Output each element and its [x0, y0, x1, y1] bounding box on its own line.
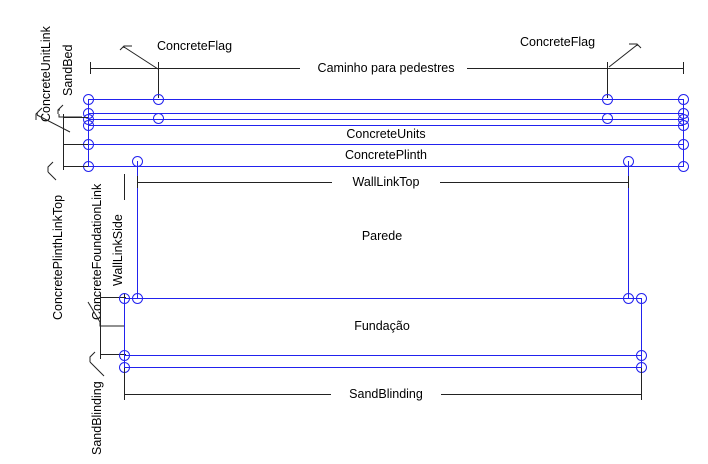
- parede-label: Parede: [358, 230, 406, 243]
- sandblinding-ext-right: [641, 368, 642, 394]
- walllinktop-tick-right: [628, 176, 629, 188]
- sandbed-bottom-line: [88, 119, 683, 120]
- walllinktop-tick-left: [137, 176, 138, 188]
- concreteunits-bottom-line: [88, 144, 683, 145]
- plinthlink-connector: [63, 166, 88, 167]
- node-wall-top-left: [132, 156, 143, 167]
- wall-right-edge: [628, 161, 629, 298]
- concrete-unit-link-leader: [34, 104, 94, 136]
- concrete-flag-right-extension: [607, 62, 608, 98]
- sandblinding-left-edge: [124, 355, 125, 368]
- flag-top-line: [88, 99, 683, 100]
- concrete-plinth-link-top-label: ConcretePlinthLinkTop: [51, 194, 65, 320]
- caminho-dimension-line-left: [90, 68, 300, 69]
- walllinktop-line-right: [440, 182, 628, 183]
- sand-bed-leader: [56, 100, 88, 122]
- node-flag-top-right: [678, 94, 689, 105]
- node-plinth-bottom-right: [678, 161, 689, 172]
- concrete-plinth-link-top-leader: [46, 150, 96, 182]
- node-wall-base-left: [132, 293, 143, 304]
- concrete-flag-left-leader: [119, 42, 160, 70]
- wall-link-top-label: WallLinkTop: [349, 176, 423, 189]
- sand-blinding-side-label: SandBlinding: [90, 381, 104, 455]
- sandbed-connector: [63, 117, 88, 118]
- concrete-flag-left-extension: [158, 62, 159, 98]
- node-units-top-left: [83, 120, 94, 131]
- node-flag-right-bottom: [602, 113, 613, 124]
- wall-link-side-tick: [124, 174, 125, 200]
- sandblinding-dim-tick-left: [124, 388, 125, 400]
- sandblinding-dim-line-right: [441, 394, 641, 395]
- node-foundation-bottom-right: [636, 350, 647, 361]
- unitlink-connector: [63, 144, 88, 145]
- node-foundation-top-right: [636, 293, 647, 304]
- foundation-bottom-line: [124, 355, 642, 356]
- foundation-right-edge: [641, 298, 642, 355]
- wall-left-edge: [137, 161, 138, 298]
- left-label-spine: [63, 117, 64, 166]
- top-right-edge: [683, 99, 684, 167]
- concreteplinth-bottom-line: [88, 166, 683, 167]
- node-flag-left-bottom: [153, 113, 164, 124]
- foundation-left-spine: [100, 297, 101, 355]
- node-flag-right-top: [602, 94, 613, 105]
- concrete-flag-left-label: ConcreteFlag: [154, 40, 236, 53]
- foundation-tick-lower: [100, 354, 126, 355]
- node-units-bottom-right: [678, 139, 689, 150]
- node-wall-top-right: [623, 156, 634, 167]
- top-left-edge: [88, 99, 89, 167]
- concrete-flag-right-label: ConcreteFlag: [517, 36, 599, 49]
- foundation-tick-upper: [100, 297, 126, 298]
- concrete-plinth-label: ConcretePlinth: [342, 149, 430, 162]
- node-foundation-bottom-left: [119, 350, 130, 361]
- sandblinding-right-edge: [641, 355, 642, 368]
- caminho-dimension-line-right: [467, 68, 683, 69]
- concrete-flag-right-leader: [607, 42, 647, 70]
- node-wall-base-right: [623, 293, 634, 304]
- sandblinding-dim-tick-right: [641, 388, 642, 400]
- concrete-units-label: ConcreteUnits: [343, 128, 429, 141]
- foundation-top-line: [124, 298, 642, 299]
- node-flag-top-left: [83, 94, 94, 105]
- sand-bed-label: SandBed: [61, 44, 75, 96]
- plinthlink-connector-tick: [63, 162, 64, 170]
- concreteunits-top-line: [88, 125, 683, 126]
- node-flag-left-top: [153, 94, 164, 105]
- wall-link-side-label: WallLinkSide: [111, 214, 125, 286]
- sand-blinding-bottom-label: SandBlinding: [346, 388, 426, 401]
- sandblinding-dim-line-left: [124, 394, 331, 395]
- fundacao-label: Fundação: [351, 320, 413, 333]
- foundation-left-edge: [124, 298, 125, 355]
- caminho-label: Caminho para pedestres: [314, 62, 458, 75]
- sandblinding-bottom-line: [124, 367, 642, 368]
- caminho-dim-tick-left: [90, 62, 91, 74]
- caminho-dim-tick-right: [683, 62, 684, 74]
- sandblinding-ext-left: [124, 368, 125, 394]
- node-units-top-right: [678, 120, 689, 131]
- sand-blinding-side-leader: [84, 344, 124, 378]
- walllinktop-line-left: [137, 182, 332, 183]
- flag-bottom-line: [88, 113, 683, 114]
- node-foundation-top-left: [119, 293, 130, 304]
